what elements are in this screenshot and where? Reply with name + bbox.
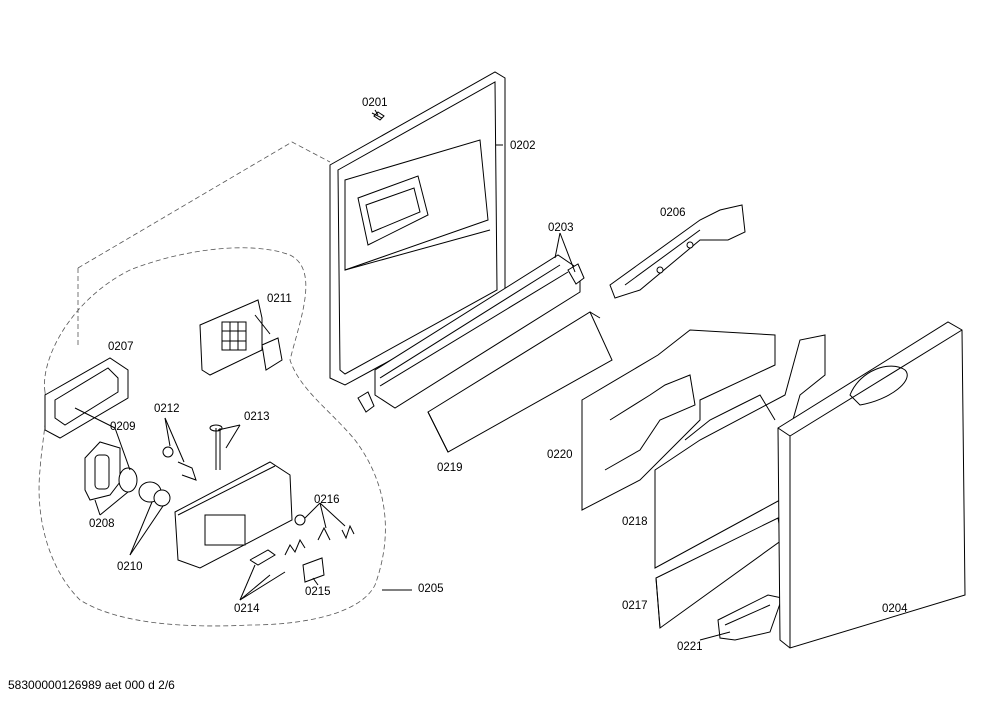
label-0210: 0210: [117, 561, 143, 573]
housing-0208: [84, 441, 121, 501]
bolt-0213: [209, 424, 223, 470]
label-0217: 0217: [622, 600, 648, 612]
label-0205: 0205: [418, 583, 444, 595]
block-0215: [302, 557, 325, 583]
label-0209: 0209: [110, 421, 136, 433]
label-0221: 0221: [677, 641, 703, 653]
label-0214: 0214: [234, 603, 260, 615]
label-0207: 0207: [108, 341, 134, 353]
rings-0209-0210: [118, 467, 171, 507]
leader-lines: [74, 109, 731, 641]
door-inner-frame: [329, 71, 506, 386]
panel-0218: [654, 334, 826, 569]
label-0216: 0216: [314, 494, 340, 506]
bar-0219: [427, 311, 613, 453]
screw-0201: [371, 111, 385, 121]
outer-door-0204: [777, 321, 966, 649]
label-0219: 0219: [437, 462, 463, 474]
label-0202: 0202: [510, 140, 536, 152]
parts-0216: [294, 514, 355, 541]
assembly-0205-outline: [38, 141, 386, 627]
label-0208: 0208: [89, 518, 115, 530]
label-0206: 0206: [660, 207, 686, 219]
lever-0212: [162, 446, 197, 481]
label-0218: 0218: [622, 516, 648, 528]
control-block: [174, 461, 293, 569]
label-0204: 0204: [882, 603, 908, 615]
label-0212: 0212: [154, 403, 180, 415]
label-0220: 0220: [547, 449, 573, 461]
panel-0220: [581, 329, 776, 511]
label-0211: 0211: [267, 293, 292, 305]
hinge-0206: [609, 204, 746, 299]
label-0203: 0203: [548, 222, 574, 234]
label-0201: 0201: [362, 97, 388, 109]
clip-0221: [717, 594, 783, 641]
grille-0211: [199, 299, 283, 376]
label-0215: 0215: [305, 586, 331, 598]
frame-0207: [44, 357, 129, 439]
springs-0214: [249, 538, 306, 566]
handle-strip-0203: [357, 254, 585, 413]
label-0213: 0213: [244, 411, 270, 423]
document-reference: 58300000126989 aet 000 d 2/6: [8, 678, 175, 692]
